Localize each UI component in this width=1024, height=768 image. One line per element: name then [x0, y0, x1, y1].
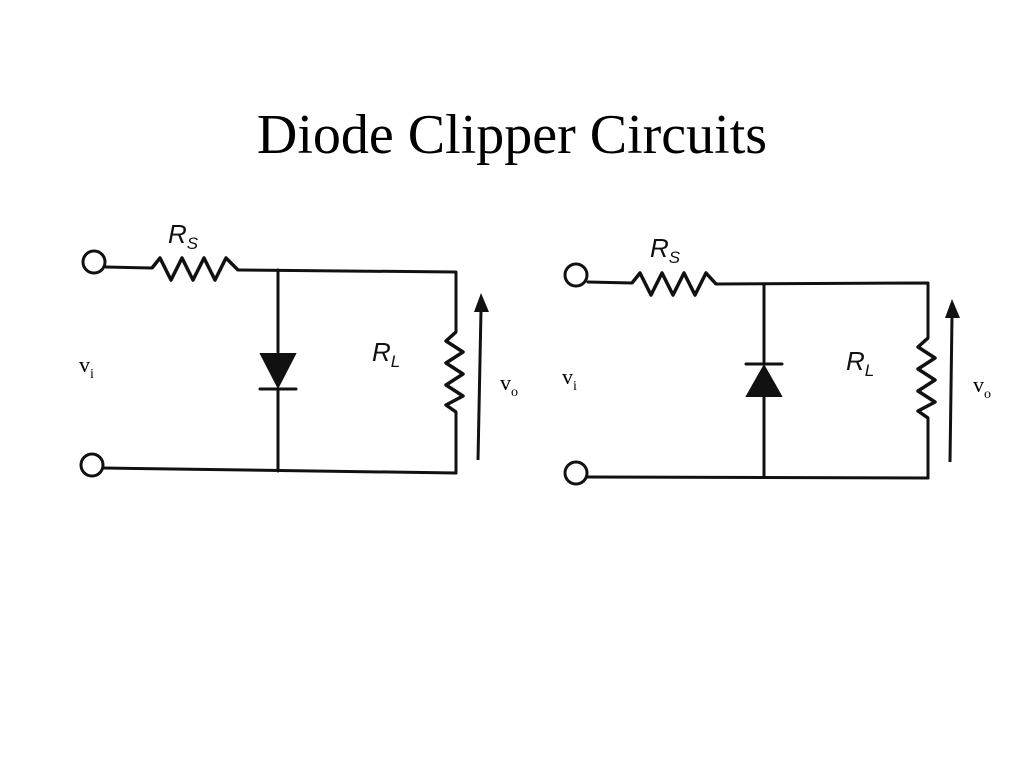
output-voltage-arrow: [474, 293, 489, 461]
input-voltage-label: vi: [562, 364, 577, 394]
output-voltage-label: vo: [973, 372, 991, 402]
source-resistor: [630, 271, 718, 297]
input-terminal-bottom: [79, 452, 105, 478]
source-resistor-label: RS: [650, 233, 681, 267]
circuit-left: RS RL vi vo: [79, 219, 518, 478]
input-terminal-bottom: [563, 460, 589, 486]
top-wire-input: [104, 265, 154, 270]
load-resistor-label: RL: [846, 346, 874, 380]
source-resistor: [150, 256, 240, 282]
input-voltage-label: vi: [79, 352, 94, 382]
diode-symbol: [258, 353, 298, 391]
circuit-right: RS RL vi vo: [562, 233, 991, 486]
output-voltage-label: vo: [500, 370, 518, 400]
top-wire-output: [236, 268, 458, 334]
top-wire-input: [586, 280, 634, 285]
bottom-wire: [102, 466, 458, 475]
load-resistor: [916, 336, 937, 420]
top-wire-output: [714, 281, 930, 340]
diode-symbol: [744, 362, 784, 397]
slide-title: Diode Clipper Circuits: [256, 104, 768, 166]
input-terminal-top: [563, 262, 589, 288]
bottom-wire: [586, 475, 930, 480]
load-resistor-label: RL: [372, 337, 400, 371]
source-resistor-label: RS: [168, 219, 199, 253]
input-terminal-top: [81, 249, 107, 275]
output-voltage-arrow: [945, 299, 960, 463]
load-resistor: [444, 330, 465, 414]
